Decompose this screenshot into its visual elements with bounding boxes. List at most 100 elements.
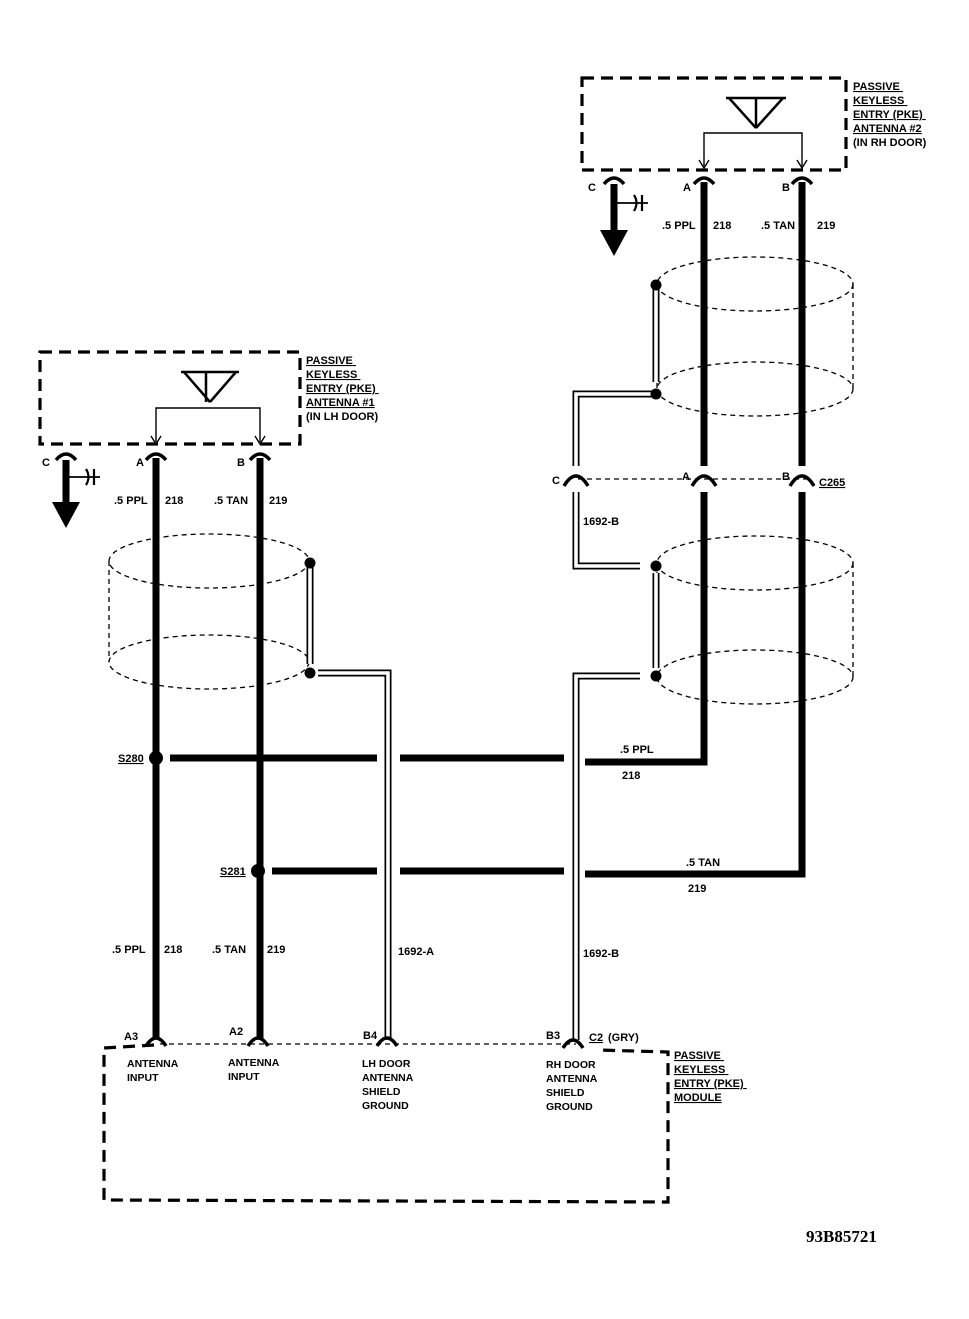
rh-lower-shield-top bbox=[656, 535, 854, 591]
lh-shield-top bbox=[108, 533, 310, 589]
module-terminal-b4 bbox=[375, 1036, 399, 1047]
rh-upper-shield-top bbox=[656, 256, 854, 312]
lh-antenna-internal-wire bbox=[155, 407, 261, 442]
c265-terminal-b bbox=[788, 474, 816, 487]
lower-wire-labels: .5 PPL 218 .5 TAN 219 1692-A 1692-B bbox=[112, 944, 619, 960]
rh-title-line: ENTRY (PKE) bbox=[853, 109, 923, 121]
c265-pin-b-label: B bbox=[782, 471, 790, 483]
lh-shield-dot-bottom bbox=[304, 667, 316, 679]
lh-pin-a-label: A bbox=[136, 457, 144, 469]
rh-tan-circuit: 219 bbox=[817, 220, 835, 232]
module-title-line: MODULE bbox=[674, 1092, 722, 1104]
rh-drain-to-c265-inner bbox=[574, 392, 656, 466]
lower-ppl-circuit: 218 bbox=[164, 944, 182, 956]
pin-a2-label: A2 bbox=[229, 1026, 243, 1038]
rh-title-line: PASSIVE bbox=[853, 81, 900, 93]
lower-tan-circuit: 219 bbox=[267, 944, 285, 956]
pin-b4-desc-line: GROUND bbox=[362, 1100, 409, 1112]
lh-drain-to-module-outer bbox=[318, 669, 392, 1040]
pin-b4-label: B4 bbox=[363, 1030, 378, 1042]
c265-name: C265 bbox=[819, 477, 845, 489]
lh-wires bbox=[152, 458, 392, 1040]
lh-antenna-group: PASSIVE KEYLESS ENTRY (PKE) ANTENNA #1 (… bbox=[38, 350, 379, 528]
s281-splice-dot bbox=[251, 864, 265, 878]
module-terminal-b3 bbox=[561, 1038, 585, 1049]
lh-ground-arrow bbox=[52, 502, 80, 528]
rh-pin-a-label: A bbox=[683, 182, 691, 194]
rh-cap-curve bbox=[633, 194, 638, 212]
lh-pin-c-label: C bbox=[42, 457, 50, 469]
rh-antenna-box bbox=[580, 76, 848, 172]
c265-terminal-c-top bbox=[562, 474, 590, 487]
rh-title-location: (IN RH DOOR) bbox=[853, 137, 927, 149]
rh-upper-shield-dot-top bbox=[650, 279, 662, 291]
module-terminal-a3 bbox=[144, 1036, 168, 1047]
ppl-cross-circuit: 218 bbox=[622, 770, 640, 782]
module-title-line: ENTRY (PKE) bbox=[674, 1078, 744, 1090]
lh-title-line: ANTENNA #1 bbox=[306, 397, 375, 409]
rh-upper-shield-bottom bbox=[656, 361, 854, 417]
rh-ppl-size: .5 PPL bbox=[662, 220, 696, 232]
rh-drain-to-module-inner bbox=[574, 674, 640, 1040]
module-terminal-a2 bbox=[246, 1036, 270, 1047]
lh-tan-circuit: 219 bbox=[269, 495, 287, 507]
c265-shield-label: 1692-B bbox=[583, 516, 619, 528]
rh-lower-shield bbox=[656, 535, 854, 705]
rh-upper-shield bbox=[656, 256, 854, 417]
pin-b4-desc-line: SHIELD bbox=[362, 1086, 401, 1098]
pin-b3-label: B3 bbox=[546, 1030, 560, 1042]
lower-shield-rh-label: 1692-B bbox=[583, 948, 619, 960]
pin-a2-desc-line: ANTENNA bbox=[228, 1057, 280, 1069]
module-box bbox=[102, 1043, 670, 1204]
rh-drain-to-module-outer bbox=[572, 672, 640, 1040]
s281-label: S281 bbox=[220, 866, 246, 878]
pin-b3-desc-line: ANTENNA bbox=[546, 1073, 598, 1085]
lower-tan-size: .5 TAN bbox=[212, 944, 246, 956]
lh-arrow-a bbox=[150, 435, 162, 446]
lh-ppl-size: .5 PPL bbox=[114, 495, 148, 507]
lh-antenna-box bbox=[38, 350, 302, 446]
lh-shield bbox=[108, 533, 310, 690]
rh-pin-c-label: C bbox=[588, 182, 596, 194]
rh-arrow-b bbox=[796, 159, 808, 170]
pin-a2-description: ANTENNA INPUT bbox=[228, 1057, 282, 1083]
lh-title-location: (IN LH DOOR) bbox=[306, 411, 378, 423]
rh-drain-from-c265-outer bbox=[572, 492, 640, 570]
lh-antenna-symbol-right bbox=[209, 371, 237, 403]
rh-terminal-c bbox=[602, 176, 626, 186]
lh-shield-bottom bbox=[108, 634, 310, 690]
rh-tan-size: .5 TAN bbox=[761, 220, 795, 232]
lh-tan-size: .5 TAN bbox=[214, 495, 248, 507]
rh-wires bbox=[585, 182, 806, 878]
pin-b3-description: RH DOOR ANTENNA SHIELD GROUND bbox=[546, 1059, 600, 1113]
connector-c265: C A B C265 1692-B bbox=[552, 471, 845, 528]
rh-tan-wire-lower bbox=[585, 492, 806, 878]
lower-ppl-size: .5 PPL bbox=[112, 944, 146, 956]
rh-lower-shield-dot-top bbox=[650, 560, 662, 572]
rh-ground-arrow bbox=[600, 230, 628, 256]
rh-title-line: KEYLESS bbox=[853, 95, 904, 107]
rh-terminal-a bbox=[692, 176, 716, 186]
pin-a3-label: A3 bbox=[124, 1031, 138, 1043]
lh-antenna-title: PASSIVE KEYLESS ENTRY (PKE) ANTENNA #1 bbox=[306, 355, 379, 409]
rh-antenna-symbol-right bbox=[755, 97, 784, 129]
rh-terminal-b bbox=[790, 176, 814, 186]
lh-terminal-b bbox=[248, 452, 272, 462]
lh-drain-to-module-inner bbox=[318, 671, 390, 1040]
rh-drain-wires bbox=[572, 279, 662, 1040]
figure-id: 93B85721 bbox=[806, 1227, 877, 1246]
lower-shield-lh-label: 1692-A bbox=[398, 946, 434, 958]
module-title-line: KEYLESS bbox=[674, 1064, 725, 1076]
module-title: PASSIVE KEYLESS ENTRY (PKE) MODULE bbox=[674, 1050, 747, 1104]
c265-pin-a-label: A bbox=[682, 471, 690, 483]
rh-antenna-internal-wire bbox=[703, 132, 803, 166]
c265-terminal-a bbox=[690, 474, 718, 487]
rh-pin-b-label: B bbox=[782, 182, 790, 194]
lh-terminal-c bbox=[54, 452, 78, 462]
lh-shield-dot-top bbox=[304, 557, 316, 569]
splices: S280 S281 .5 PPL 218 .5 TAN 219 bbox=[118, 744, 720, 895]
rh-lower-shield-dot-bottom bbox=[650, 670, 662, 682]
rh-drain-from-c265-inner bbox=[574, 492, 640, 568]
